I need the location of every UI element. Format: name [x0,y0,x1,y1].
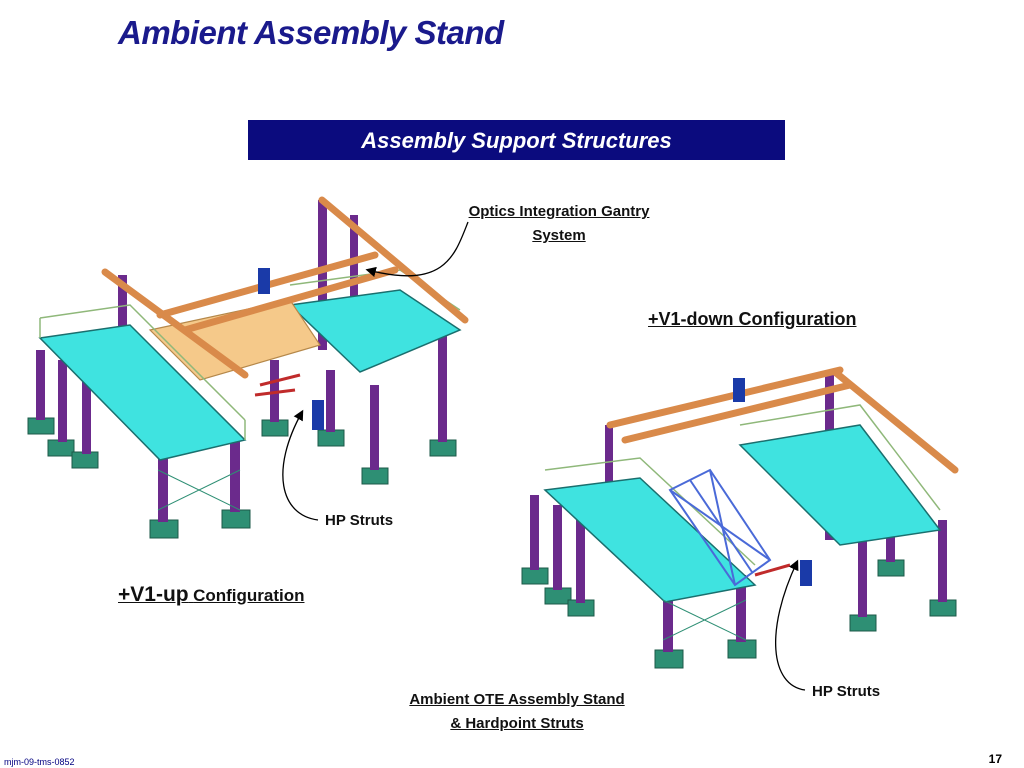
hp-struts-right-callout-arrow [774,559,806,691]
stand-caption: Ambient OTE Assembly Stand & Hardpoint S… [392,688,642,736]
hp-struts-left-callout-arrow [282,409,319,521]
page-number: 17 [988,752,1002,766]
v1-up-label: +V1-up Configuration [118,583,304,607]
hp-struts-left-label: HP Struts [325,512,394,529]
stand-caption-line2: & Hardpoint Struts [450,715,584,732]
v1-up-suffix: Configuration [193,586,305,605]
section-banner: Assembly Support Structures [248,120,785,160]
v1-up-stand-drawing [27,196,469,539]
gantry-label-line2: System [532,227,586,244]
stand-caption-line1: Ambient OTE Assembly Stand [409,691,625,708]
v1-down-label: +V1-down Configuration [648,309,857,329]
v1-down-stand-drawing [521,366,959,669]
v1-up-prefix: +V1-up [118,583,189,606]
gantry-label: Optics Integration Gantry System [452,200,666,248]
document-id: mjm-09-tms-0852 [4,757,75,767]
gantry-callout-arrow [365,221,469,277]
slide-title: Ambient Assembly Stand [118,14,504,51]
gantry-label-line1: Optics Integration Gantry [468,203,650,220]
hp-struts-right-label: HP Struts [812,683,881,700]
